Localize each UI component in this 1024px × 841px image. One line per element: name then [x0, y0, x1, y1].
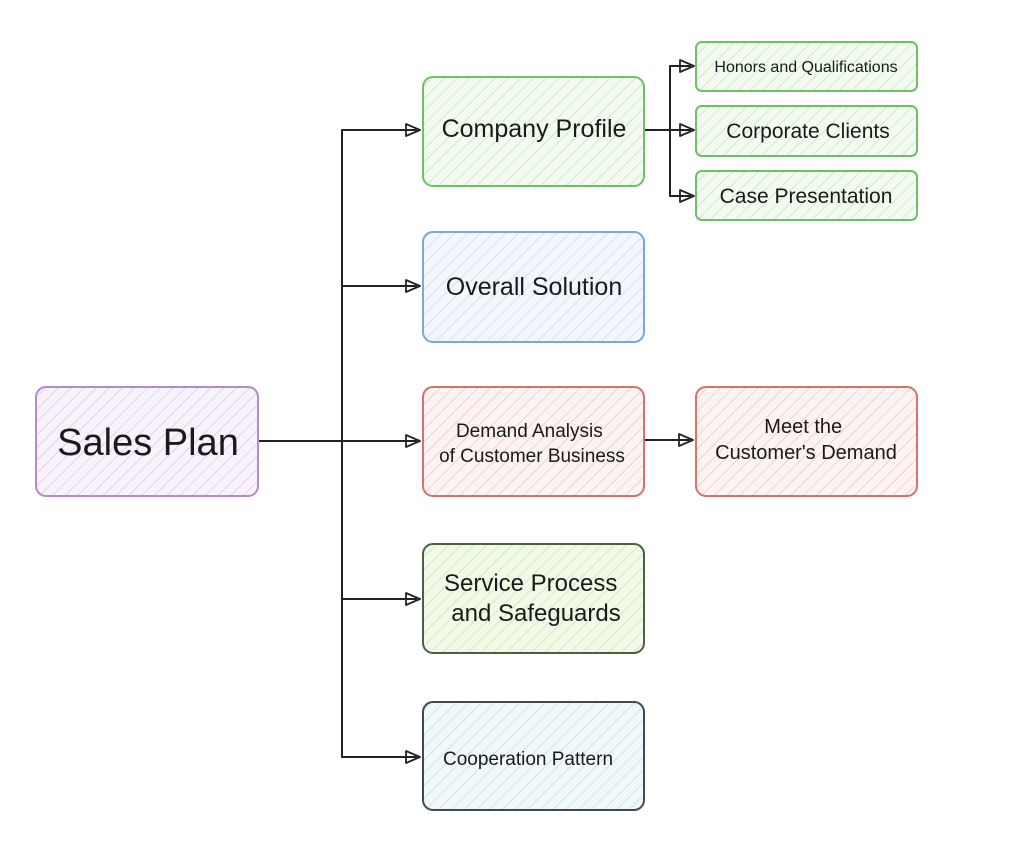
node-service-process-box	[422, 543, 645, 654]
arrowhead-case-presentation	[679, 189, 695, 203]
node-cooperation-pattern-box	[422, 701, 645, 811]
node-meet-customer-demand-box	[695, 386, 918, 497]
node-case-presentation-box	[695, 170, 918, 221]
node-case-presentation[interactable]: Case Presentation	[695, 170, 918, 221]
arrowhead-honors	[679, 59, 695, 73]
node-overall-solution-line-1: Overall Solution	[446, 273, 622, 301]
node-company-profile-line-1: Company Profile	[442, 115, 627, 143]
arrowhead-overall-solution	[405, 279, 421, 293]
node-honors-qualifications-label: Honors and Qualifications	[714, 59, 897, 76]
node-meet-customer-demand-label: Meet the Customer's Demand	[715, 416, 897, 464]
node-cooperation-pattern[interactable]: Cooperation Pattern	[422, 701, 645, 811]
node-cooperation-pattern-label: Cooperation Pattern	[443, 749, 613, 770]
arrowhead-service-process	[405, 592, 421, 606]
node-company-profile-box	[422, 76, 645, 187]
node-overall-solution[interactable]: Overall Solution	[422, 231, 645, 343]
node-demand-analysis-box	[422, 386, 645, 497]
node-sales-plan[interactable]: Sales Plan	[35, 386, 259, 497]
node-sales-plan-line-1: Sales Plan	[57, 422, 239, 464]
node-corporate-clients[interactable]: Corporate Clients	[695, 105, 918, 157]
node-service-process-line-2: and Safeguards	[451, 600, 620, 627]
node-honors-qualifications-line-1: Honors and Qualifications	[714, 59, 897, 76]
node-case-presentation-label: Case Presentation	[720, 185, 893, 208]
node-service-process-line-1: Service Process	[444, 570, 617, 597]
node-demand-analysis-line-2: of Customer Business	[439, 446, 625, 467]
node-meet-customer-demand-line-2: Customer's Demand	[715, 442, 897, 464]
node-corporate-clients-box	[695, 105, 918, 157]
node-corporate-clients-label: Corporate Clients	[726, 120, 889, 143]
node-honors-qualifications-box	[695, 41, 918, 92]
node-corporate-clients-line-1: Corporate Clients	[726, 120, 889, 143]
connectors	[257, 59, 695, 764]
node-cooperation-pattern-line-1: Cooperation Pattern	[443, 749, 613, 770]
node-service-process[interactable]: Service Process and Safeguards	[422, 543, 645, 654]
arrowhead-cooperation	[405, 750, 421, 764]
arrowhead-company-profile	[405, 123, 421, 137]
node-meet-customer-demand-line-1: Meet the	[764, 416, 842, 438]
arrowhead-corporate-clients	[679, 123, 695, 137]
node-case-presentation-line-1: Case Presentation	[720, 185, 893, 208]
node-company-profile-label: Company Profile	[442, 115, 627, 143]
node-sales-plan-box	[35, 386, 259, 497]
arrowhead-meet-demand	[678, 433, 694, 447]
node-sales-plan-label: Sales Plan	[57, 422, 239, 464]
node-service-process-label: Service Process and Safeguards	[444, 570, 624, 627]
node-meet-customer-demand[interactable]: Meet the Customer's Demand	[695, 386, 918, 497]
node-demand-analysis-line-1: Demand Analysis	[456, 421, 603, 442]
node-company-profile[interactable]: Company Profile	[422, 76, 645, 187]
arrowhead-demand-analysis	[405, 434, 421, 448]
node-demand-analysis-label: Demand Analysis of Customer Business	[439, 421, 625, 467]
node-overall-solution-label: Overall Solution	[446, 273, 622, 301]
node-honors-qualifications[interactable]: Honors and Qualifications	[695, 41, 918, 92]
node-demand-analysis[interactable]: Demand Analysis of Customer Business	[422, 386, 645, 497]
node-overall-solution-box	[422, 231, 645, 343]
